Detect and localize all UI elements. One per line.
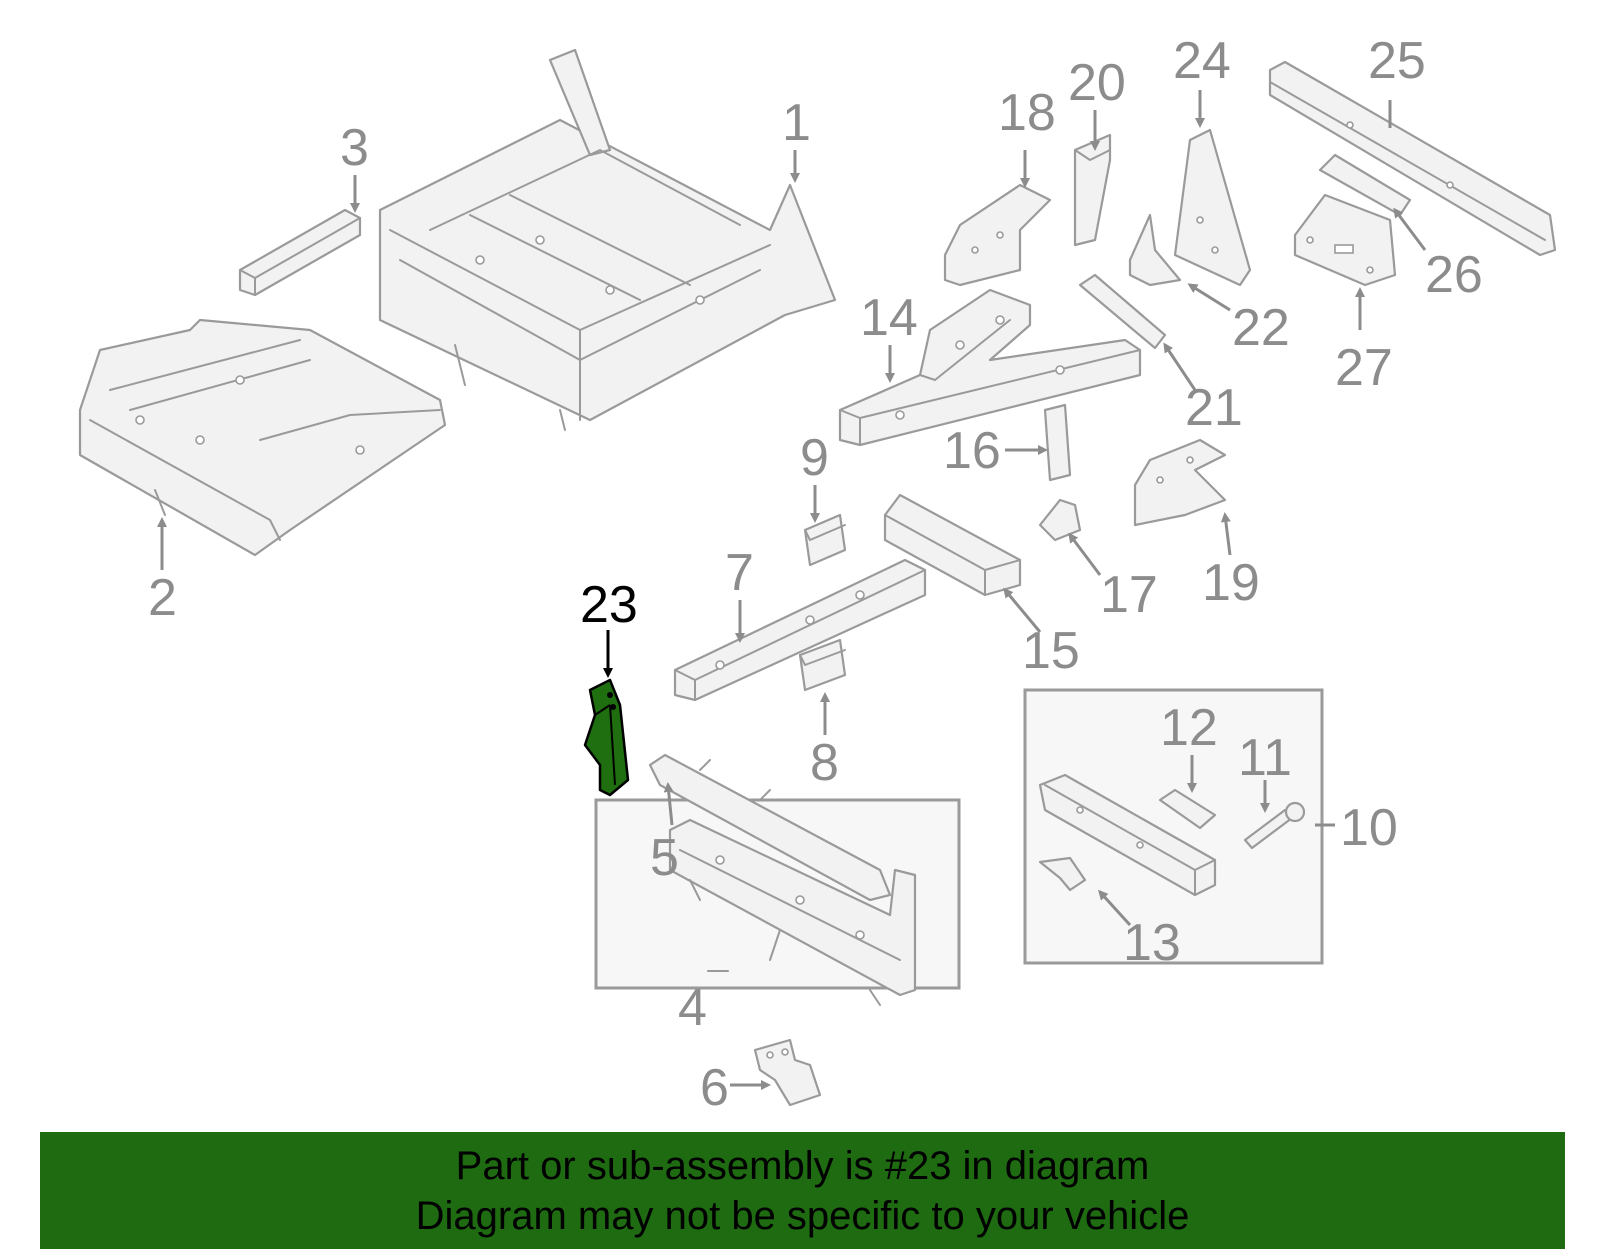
part-16-post[interactable]	[1043, 403, 1072, 482]
callout-3: 3	[340, 119, 369, 177]
part-23-highlighted-bracket[interactable]	[583, 678, 630, 797]
callout-16: 16	[943, 422, 1001, 480]
part-7-frame-rail[interactable]	[673, 558, 927, 702]
callout-13: 13	[1123, 914, 1181, 972]
part-5-rail-reinforcement[interactable]	[648, 753, 892, 902]
callout-15: 15	[1022, 622, 1080, 680]
part-22-bracket[interactable]	[1128, 213, 1182, 287]
part-14-rear-crossmember[interactable]	[838, 288, 1142, 447]
part-18-gusset[interactable]	[943, 183, 1052, 287]
part-15-tube-section[interactable]	[883, 493, 1022, 597]
callout-11: 11	[1238, 729, 1292, 787]
callout-9: 9	[800, 429, 829, 487]
callout-22: 22	[1232, 299, 1290, 357]
part-11-bolt[interactable]	[1243, 801, 1306, 850]
callout-12: 12	[1160, 699, 1218, 757]
callout-14: 14	[860, 289, 918, 347]
callout-17: 17	[1100, 566, 1158, 624]
callout-6: 6	[700, 1059, 729, 1117]
part-25-long-rail[interactable]	[1268, 60, 1557, 257]
callout-19: 19	[1202, 554, 1260, 612]
callout-8: 8	[810, 734, 839, 792]
part-12-plate[interactable]	[1158, 788, 1217, 830]
banner-line-disclaimer: Diagram may not be specific to your vehi…	[415, 1193, 1190, 1238]
part-8-spacer-block[interactable]	[798, 638, 847, 692]
part-13-bracket[interactable]	[1038, 856, 1087, 892]
callout-26: 26	[1425, 246, 1483, 304]
callout-arrows	[157, 90, 1427, 1090]
part-24-gusset-plate[interactable]	[1173, 128, 1252, 287]
part-26-bracket[interactable]	[1318, 153, 1412, 217]
banner-line-part-number: Part or sub-assembly is #23 in diagram	[455, 1143, 1150, 1188]
callout-25: 25	[1368, 32, 1426, 90]
part-9-small-bracket[interactable]	[803, 513, 847, 567]
callout-1: 1	[782, 94, 811, 152]
callout-23: 23	[580, 576, 638, 634]
part-6-mount-bracket[interactable]	[753, 1038, 822, 1107]
part-21-bar[interactable]	[1078, 273, 1167, 350]
part-4-side-rail[interactable]	[668, 818, 917, 1006]
callout-10: 10	[1340, 799, 1398, 857]
callout-21: 21	[1185, 379, 1243, 437]
callout-24: 24	[1173, 32, 1231, 90]
callout-18: 18	[998, 84, 1056, 142]
callout-27: 27	[1335, 339, 1393, 397]
part-1-floor-frame-assembly[interactable]	[378, 48, 837, 431]
info-banner: Part or sub-assembly is #23 in diagram D…	[40, 1132, 1565, 1249]
callout-5: 5	[650, 829, 679, 887]
part-3-crossmember-block[interactable]	[238, 208, 362, 297]
part-10-crossmember[interactable]	[1038, 773, 1217, 897]
callout-20: 20	[1068, 54, 1126, 112]
callout-2: 2	[148, 569, 177, 627]
callout-7: 7	[725, 544, 754, 602]
part-20-brace[interactable]	[1073, 133, 1112, 247]
part-2-front-frame-section[interactable]	[78, 318, 447, 557]
callout-4: 4	[678, 979, 707, 1037]
part-17-mount-pad[interactable]	[1038, 498, 1082, 542]
part-19-gusset[interactable]	[1133, 438, 1227, 527]
part-27-mount-plate[interactable]	[1293, 193, 1397, 287]
